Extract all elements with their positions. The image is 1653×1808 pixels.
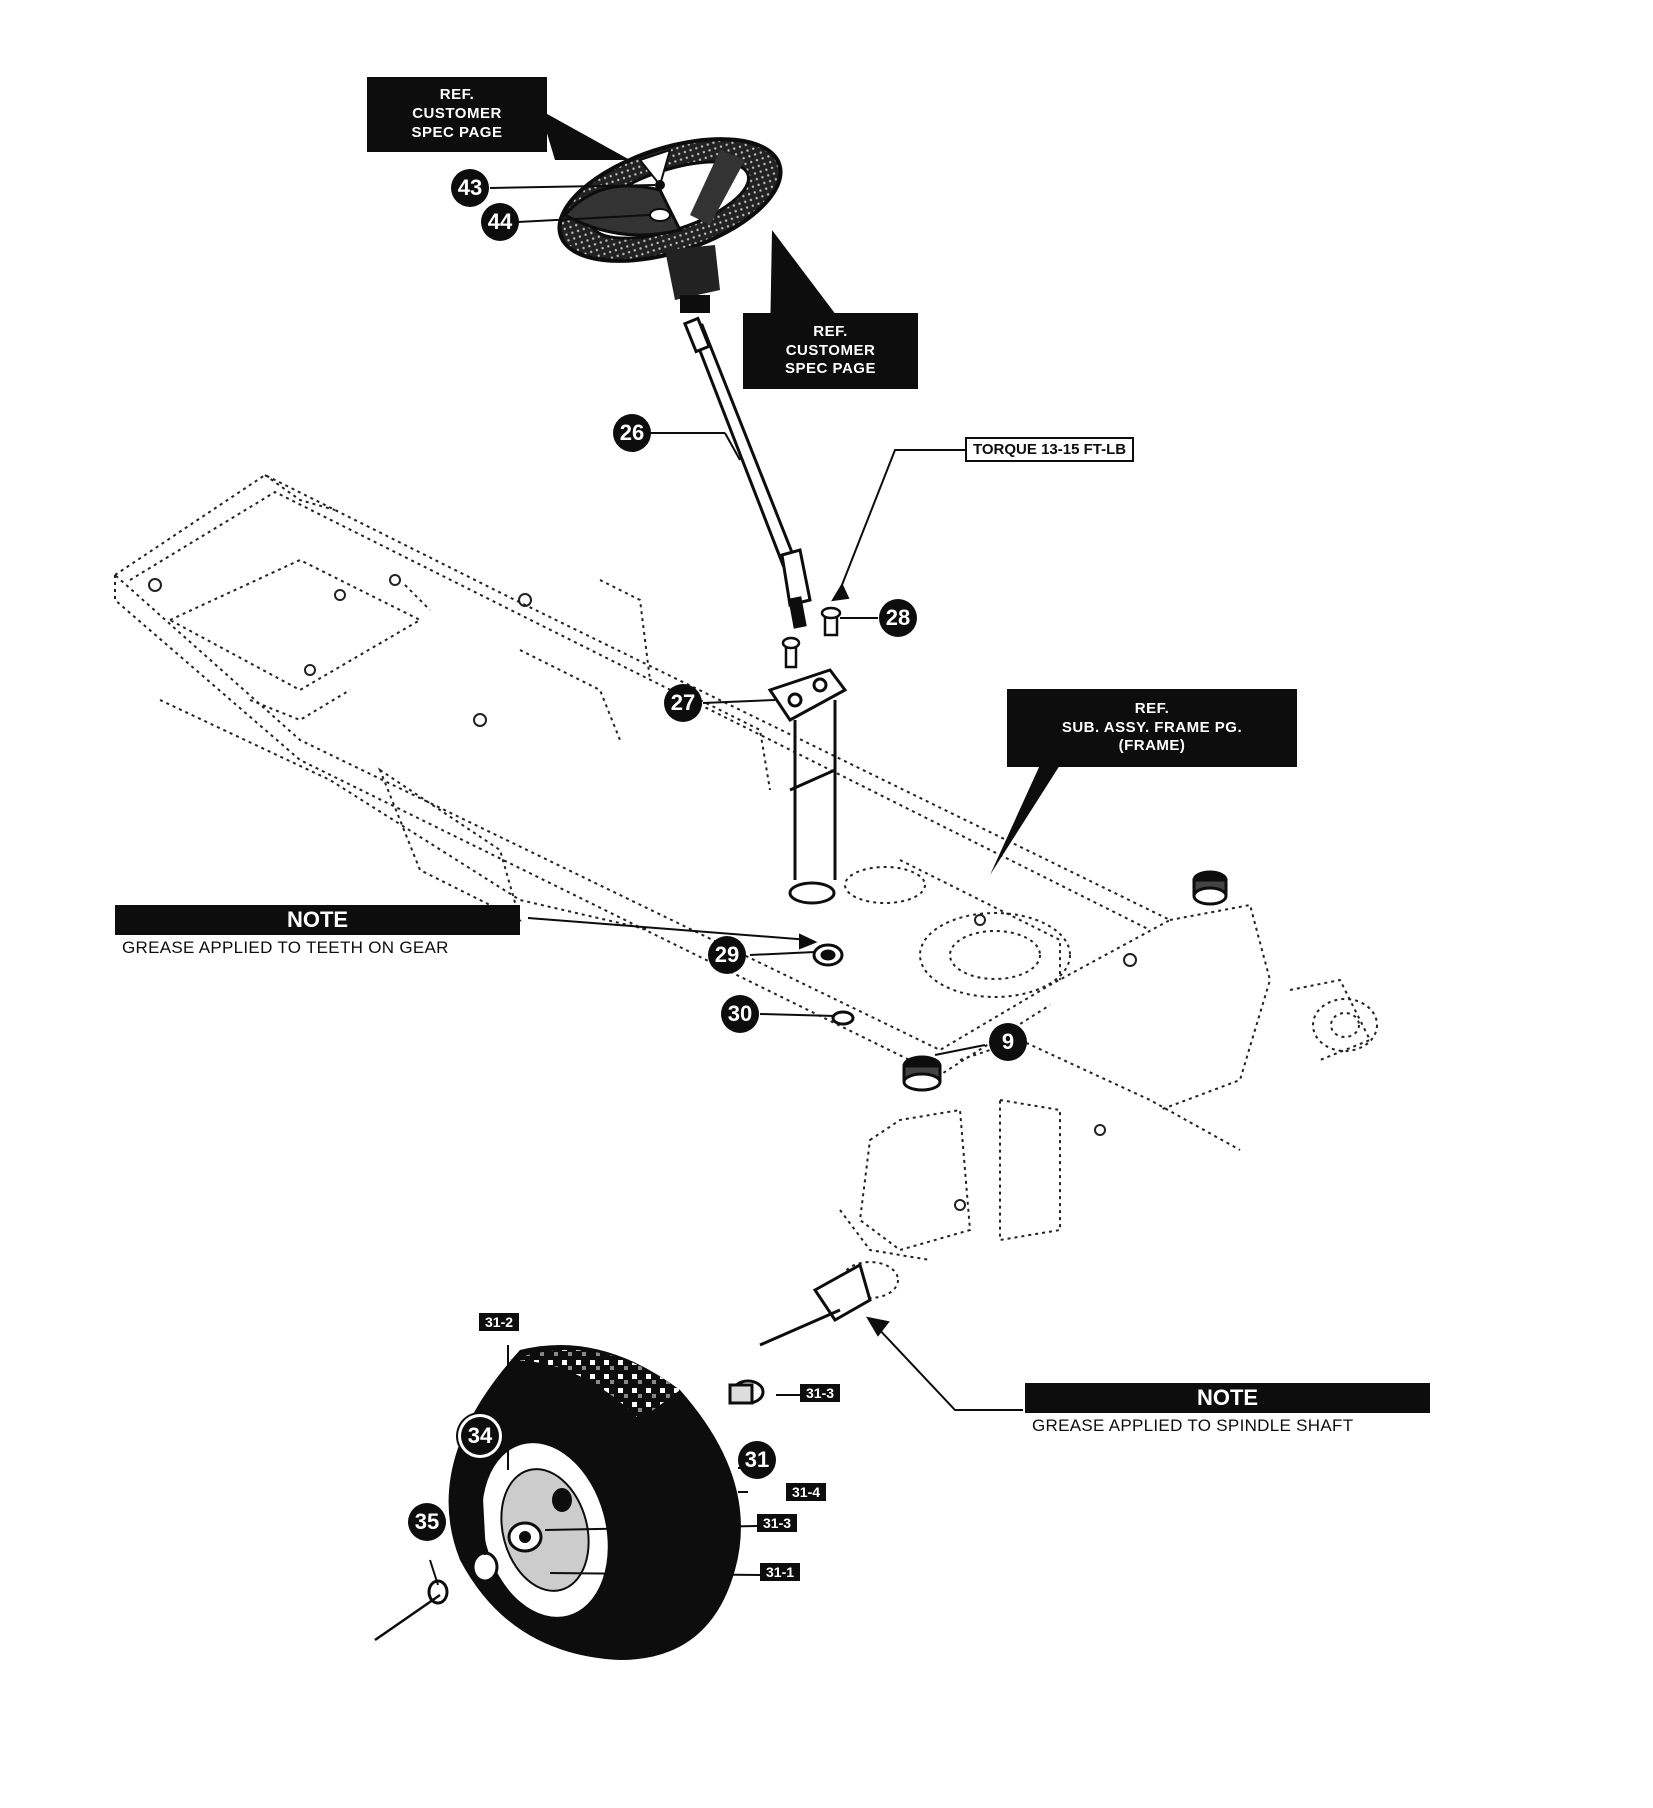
callout-35: 35: [408, 1503, 446, 1541]
callout-34: 34: [461, 1417, 499, 1455]
tag-31-4: 31-4: [786, 1483, 827, 1501]
ref-customer-spec-box-mid: REF. CUSTOMER SPEC PAGE: [743, 313, 918, 389]
pinion-gear: [812, 943, 855, 1026]
ref-line: CUSTOMER: [412, 105, 502, 123]
ref-label: REF.: [1134, 699, 1170, 717]
callout-9: 9: [989, 1023, 1027, 1061]
tag-31-2: 31-2: [479, 1313, 520, 1331]
callout-29: 29: [708, 936, 746, 974]
callout-44: 44: [481, 203, 519, 241]
note-spindle-text: GREASE APPLIED TO SPINDLE SHAFT: [1032, 1416, 1354, 1435]
torque-spec: TORQUE 13-15 FT-LB: [965, 437, 1135, 462]
ref-customer-spec-box-top: REF. CUSTOMER SPEC PAGE: [367, 77, 547, 152]
spindle: [728, 1262, 872, 1405]
note-spindle-title: NOTE: [1025, 1383, 1430, 1413]
callout-30: 30: [721, 995, 759, 1033]
note-gear-title: NOTE: [115, 905, 520, 935]
ref-line: SPEC PAGE: [411, 123, 503, 141]
steering-wheel: [557, 137, 783, 313]
ref-line: SUB. ASSY. FRAME PG.: [1061, 718, 1243, 736]
ref-label: REF.: [439, 86, 475, 104]
bushings: [902, 870, 1228, 1092]
callout-31: 31: [738, 1441, 776, 1479]
steering-bracket: [767, 668, 848, 905]
leader-lines: [429, 110, 1060, 1586]
ref-line: (FRAME): [1118, 737, 1186, 755]
ref-label: REF.: [813, 322, 848, 340]
steering-shaft: [682, 316, 812, 629]
callout-43: 43: [451, 169, 489, 207]
callout-27: 27: [664, 684, 702, 722]
callout-28: 28: [879, 599, 917, 637]
tag-31-1: 31-1: [760, 1563, 801, 1581]
ref-line: CUSTOMER: [785, 341, 876, 359]
ref-frame-box: REF. SUB. ASSY. FRAME PG. (FRAME): [1007, 689, 1297, 767]
bolts: [781, 606, 842, 669]
callout-26: 26: [613, 414, 651, 452]
ref-line: SPEC PAGE: [785, 360, 876, 378]
note-gear-text: GREASE APPLIED TO TEETH ON GEAR: [122, 938, 449, 957]
tag-31-3-spindle: 31-3: [800, 1384, 841, 1402]
tractor-frame: [113, 473, 1378, 1299]
frame-holes: [148, 574, 1137, 1211]
tag-31-3-wheel: 31-3: [757, 1514, 798, 1532]
